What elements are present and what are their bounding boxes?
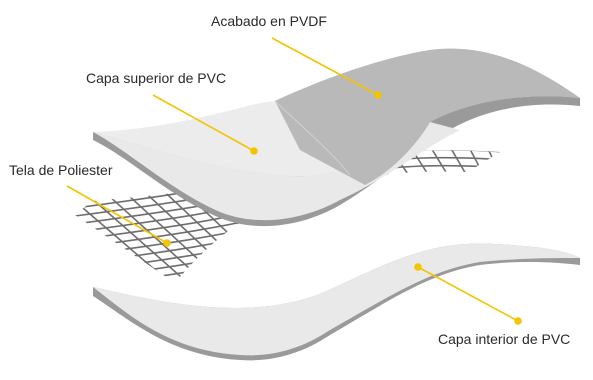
- bottom-pvc-leader-end-dot: [514, 317, 522, 325]
- pvdf-finish-leader-dot: [374, 91, 382, 99]
- polyester-fabric-label: Tela de Poliester: [9, 162, 113, 178]
- bottom-pvc-leader-dot: [414, 263, 422, 271]
- pvdf-finish-leader-line: [271, 37, 379, 96]
- bottom-pvc-label: Capa interior de PVC: [438, 331, 571, 347]
- top-pvc-leader-line: [152, 94, 255, 152]
- pvdf-pvc-divider: [274, 100, 351, 176]
- bottom-pvc-leader-line: [417, 266, 519, 322]
- top-pvc-label: Capa superior de PVC: [86, 70, 227, 86]
- leader-lines: [66, 37, 522, 325]
- bottom-pvc-layer-surface: [93, 243, 580, 356]
- pvdf-finish-label: Acabado en PVDF: [211, 13, 327, 29]
- pvdf-finish-front: [275, 48, 580, 122]
- polyester-fabric-leader-line: [66, 185, 168, 244]
- top-pvc-leader-dot: [250, 147, 258, 155]
- polyester-fabric-leader-dot: [163, 239, 171, 247]
- top-pvc-layer: [93, 48, 580, 227]
- bottom-pvc-layer: [93, 243, 580, 361]
